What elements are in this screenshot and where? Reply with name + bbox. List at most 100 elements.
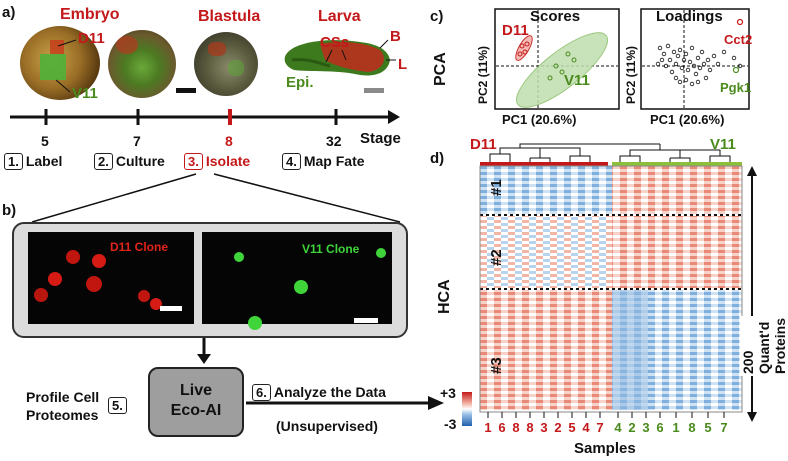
v11-label-d: V11 xyxy=(710,136,736,153)
epi-label: Epi. xyxy=(286,74,314,91)
embryo-title: Embryo xyxy=(60,6,120,23)
embryo-pointer-lines xyxy=(55,39,77,93)
d11-clone-label: D11 Clone xyxy=(110,240,169,254)
larva-image xyxy=(284,40,390,76)
loadings-pc2: PC2 (11%) xyxy=(624,45,638,104)
unsupervised-label: (Unsupervised) xyxy=(276,418,378,434)
stage-axis-label: Stage xyxy=(360,130,401,147)
pgk1-label: Pgk1 xyxy=(720,80,752,95)
d11-label-d: D11 xyxy=(470,136,497,153)
sample-label: 3 xyxy=(642,420,650,435)
cluster-2-label: #2 xyxy=(488,249,505,266)
step-4: 4.Map Fate xyxy=(282,153,365,171)
step-3: 3.Isolate xyxy=(184,153,250,171)
larva-title: Larva xyxy=(318,8,361,25)
step-5-num: 5. xyxy=(108,397,127,414)
sample-label: 8 xyxy=(512,420,520,435)
colorbar-min: -3 xyxy=(444,416,457,432)
blastula-image xyxy=(194,32,258,96)
step-2: 2.Culture xyxy=(94,153,165,171)
blastula-title: Blastula xyxy=(198,8,261,25)
l-label: L xyxy=(398,56,408,73)
hca-label: HCA xyxy=(436,279,453,314)
protein-axis-label: 200 Quant'd Proteins xyxy=(740,315,788,376)
sample-label: 2 xyxy=(628,420,636,435)
step-2-label: Culture xyxy=(115,153,165,169)
colorbar xyxy=(462,392,472,426)
embryo-image xyxy=(20,26,100,100)
step-2-num: 2. xyxy=(94,153,113,170)
stage-timeline xyxy=(10,109,400,125)
sample-labels: 1 6 8 8 3 2 5 4 7 4 2 3 6 1 8 5 7 xyxy=(480,420,742,436)
cluster-1-label: #1 xyxy=(488,179,505,196)
loadings-pc1: PC1 (20.6%) xyxy=(650,112,725,127)
heatmap xyxy=(479,165,743,418)
stage-8: 8 xyxy=(225,133,233,149)
scores-pc1: PC1 (20.6%) xyxy=(502,112,577,127)
sample-label: 3 xyxy=(540,420,548,435)
step-3-label: Isolate xyxy=(205,153,251,169)
profile-label-1: Profile Cell xyxy=(26,389,100,405)
analyze-arrow xyxy=(246,396,444,410)
x-ticks xyxy=(487,412,725,418)
culture-embryo-image xyxy=(108,30,176,98)
v11-label-c: V11 xyxy=(564,72,590,89)
loadings-points xyxy=(655,43,743,87)
sample-label: 5 xyxy=(704,420,712,435)
pca-label: PCA xyxy=(432,52,449,86)
sample-label: 8 xyxy=(526,420,534,435)
scores-plot xyxy=(494,8,620,110)
scores-pc2: PC2 (11%) xyxy=(476,45,490,104)
d11-label-c: D11 xyxy=(502,22,529,39)
panel-d-letter: d) xyxy=(430,150,445,167)
d11-label-a: D11 xyxy=(78,30,105,47)
sample-label: 4 xyxy=(582,420,590,435)
step-1-num: 1. xyxy=(4,153,23,170)
sample-label: 6 xyxy=(656,420,664,435)
dendrogram xyxy=(480,143,742,166)
step-5: 5. xyxy=(108,397,130,415)
stage-7: 7 xyxy=(133,133,141,149)
scale-bar-black xyxy=(176,88,196,93)
sample-label: 1 xyxy=(672,420,680,435)
css-label: CSs xyxy=(320,34,350,51)
eco-ai-label: Eco-AI xyxy=(170,402,222,419)
sample-label: 8 xyxy=(688,420,696,435)
stage-5: 5 xyxy=(41,133,49,149)
step-6: 6.Analyze the Data xyxy=(252,384,386,402)
loadings-plot xyxy=(640,8,750,110)
colorbar-max: +3 xyxy=(440,385,456,401)
loadings-title: Loadings xyxy=(656,8,723,25)
live-eco-ai-box xyxy=(148,367,244,437)
panel-b-letter: b) xyxy=(2,202,17,219)
sample-label: 7 xyxy=(720,420,728,435)
panel-c-letter: c) xyxy=(430,8,444,25)
larva-pointer-lines xyxy=(325,39,396,63)
step-4-label: Map Fate xyxy=(303,153,365,169)
b-label: B xyxy=(390,28,401,45)
down-arrow xyxy=(197,338,211,364)
analyze-label: Analyze the Data xyxy=(273,384,386,400)
scale-bar-gray xyxy=(364,88,384,93)
sample-label: 6 xyxy=(498,420,506,435)
v11-label-a: V11 xyxy=(72,85,98,102)
protein-axis-arrow xyxy=(747,166,757,422)
step-3-num: 3. xyxy=(184,153,203,170)
profile-label-2: Proteomes xyxy=(26,407,99,423)
panel-a-letter: a) xyxy=(2,4,16,21)
sample-label: 1 xyxy=(484,420,492,435)
samples-axis-label: Samples xyxy=(574,440,636,457)
step-1: 1.Label xyxy=(4,153,62,171)
v11-clone-image xyxy=(202,232,392,330)
zoom-lines xyxy=(31,173,401,223)
cluster-3-label: #3 xyxy=(488,357,505,374)
scores-title: Scores xyxy=(530,8,581,25)
sample-label: 5 xyxy=(568,420,576,435)
sample-label: 4 xyxy=(614,420,622,435)
step-1-label: Label xyxy=(25,153,63,169)
sample-label: 7 xyxy=(596,420,604,435)
stage-32: 32 xyxy=(326,133,342,149)
step-6-num: 6. xyxy=(252,384,271,401)
step-4-num: 4. xyxy=(282,153,301,170)
d11-clone-image xyxy=(28,232,194,324)
